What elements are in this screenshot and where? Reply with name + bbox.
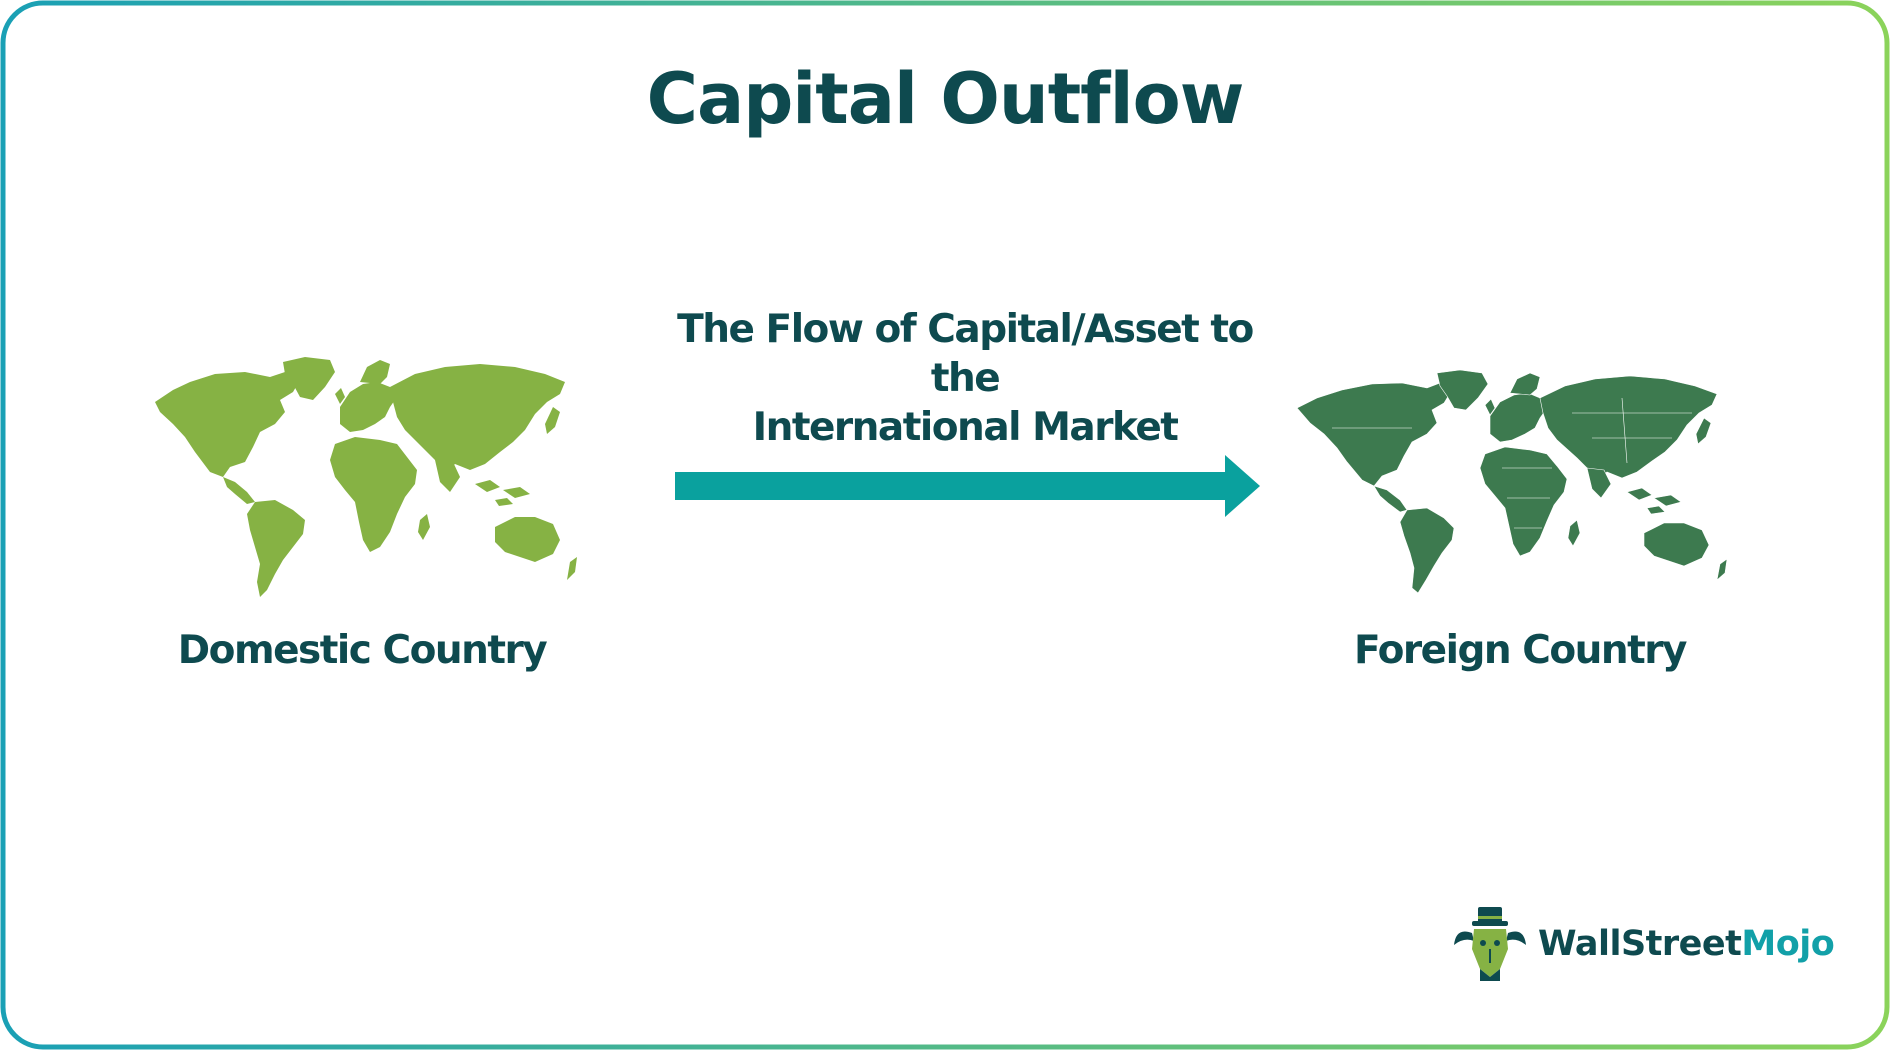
flow-arrow-head — [1225, 455, 1260, 517]
domestic-world-map-icon — [155, 357, 577, 597]
page-title: Capital Outflow — [646, 58, 1245, 140]
domestic-country-label: Domestic Country — [177, 628, 548, 673]
flow-arrow-shaft — [675, 472, 1227, 500]
foreign-world-map-icon — [1296, 369, 1728, 594]
brand-name-part-2: Mojo — [1741, 924, 1835, 964]
flow-description-line-1: The Flow of Capital/Asset to the — [677, 307, 1254, 401]
foreign-country-label: Foreign Country — [1354, 628, 1687, 673]
flow-description: The Flow of Capital/Asset to the Interna… — [640, 305, 1290, 452]
brand-name: WallStreetMojo — [1538, 924, 1835, 964]
wallstreetmojo-logo-icon — [1454, 907, 1526, 981]
flow-description-line-2: International Market — [752, 405, 1179, 450]
brand-name-part-1: WallStreet — [1538, 924, 1742, 964]
brand-logo: WallStreetMojo — [1450, 905, 1835, 983]
flow-arrow — [675, 455, 1260, 517]
